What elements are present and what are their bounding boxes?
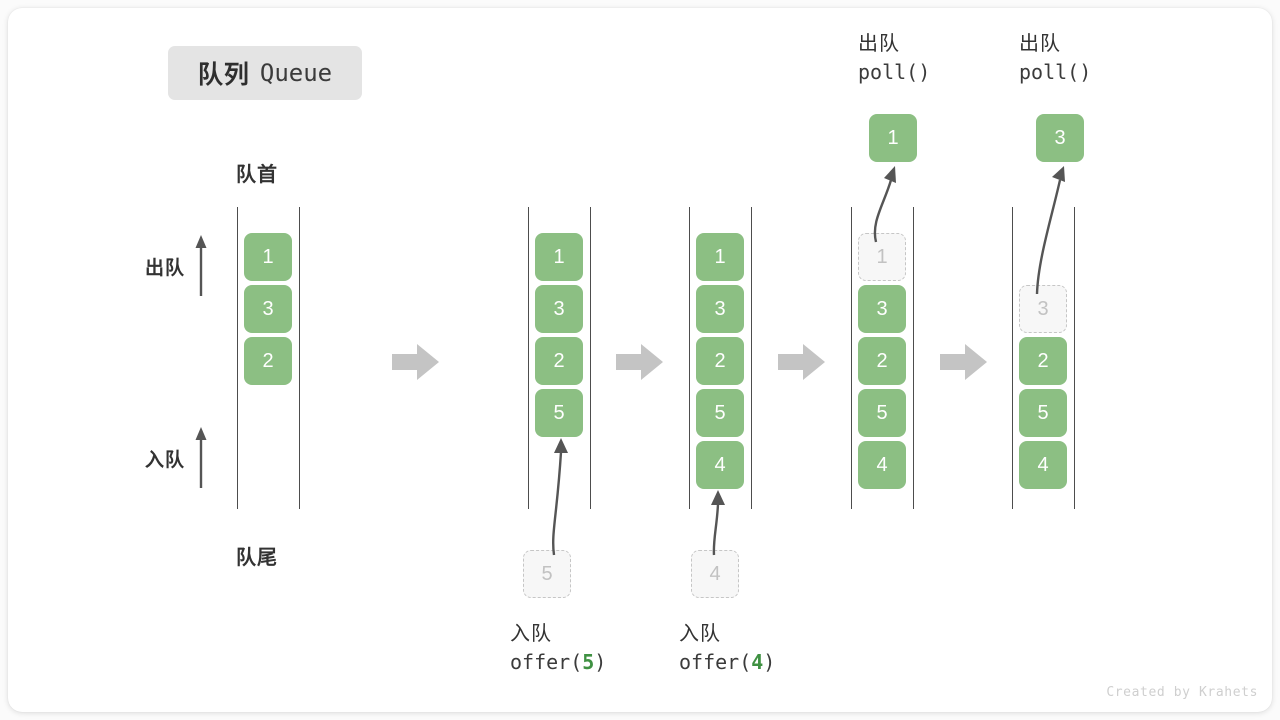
queue-cell: 4 xyxy=(696,441,744,489)
caption-offer-4-cn: 入队 xyxy=(679,623,721,645)
enqueue-up-arrow-icon xyxy=(195,427,207,488)
incoming-ghost-5: 5 xyxy=(523,550,571,598)
caption-offer-5: 入队 offer(5) xyxy=(510,620,606,677)
rail-left xyxy=(528,207,529,509)
caption-offer-5-code: offer(5) xyxy=(510,650,607,675)
caption-poll-3-cn: 出队 xyxy=(1019,33,1061,55)
queue-cell: 1 xyxy=(244,233,292,281)
step-arrow-icon xyxy=(940,344,987,380)
step-arrow-icon xyxy=(392,344,439,380)
queue-cell: 4 xyxy=(858,441,906,489)
queue-cell: 2 xyxy=(1019,337,1067,385)
incoming-ghost-4: 4 xyxy=(691,550,739,598)
rail-left xyxy=(1012,207,1013,509)
enqueue-direction-group: 入队 xyxy=(145,427,208,489)
queue-cell: 3 xyxy=(858,285,906,333)
diagram-title-badge: 队列 Queue xyxy=(168,46,362,100)
caption-offer-4: 入队 offer(4) xyxy=(679,620,775,677)
rail-right xyxy=(1074,207,1075,509)
caption-offer-5-cn: 入队 xyxy=(510,623,552,645)
queue-cell: 3 xyxy=(535,285,583,333)
rail-right xyxy=(751,207,752,509)
queue-cell: 1 xyxy=(696,233,744,281)
dequeue-direction-group: 出队 xyxy=(145,235,208,297)
queue-cell: 5 xyxy=(1019,389,1067,437)
caption-poll-1: 出队 poll() xyxy=(858,30,930,87)
dequeue-label: 出队 xyxy=(145,257,186,279)
queue-rear-label: 队尾 xyxy=(236,547,278,569)
queue-cell: 3 xyxy=(244,285,292,333)
queue-cell: 5 xyxy=(696,389,744,437)
rail-right xyxy=(590,207,591,509)
queue-front-label: 队首 xyxy=(236,164,278,186)
rail-left xyxy=(851,207,852,509)
queue-cell: 5 xyxy=(858,389,906,437)
queue-cell: 2 xyxy=(535,337,583,385)
queue-cell-ghost: 1 xyxy=(858,233,906,281)
poll-1-arrow-icon xyxy=(873,166,896,243)
popped-element-3: 3 xyxy=(1036,114,1084,162)
caption-offer-4-code: offer(4) xyxy=(679,650,776,675)
queue-cell-ghost: 3 xyxy=(1019,285,1067,333)
queue-cell: 2 xyxy=(696,337,744,385)
rail-left xyxy=(237,207,238,509)
caption-poll-1-code: poll() xyxy=(858,60,931,85)
queue-cell: 4 xyxy=(1019,441,1067,489)
caption-poll-3-code: poll() xyxy=(1019,60,1092,85)
dequeue-up-arrow-icon xyxy=(195,235,207,296)
enqueue-4-arrow-icon xyxy=(711,490,725,556)
queue-cell: 1 xyxy=(535,233,583,281)
watermark-credit: Created by Krahets xyxy=(1106,685,1258,700)
step-arrow-icon xyxy=(778,344,825,380)
title-chinese: 队列 xyxy=(197,61,250,89)
rail-right xyxy=(913,207,914,509)
poll-3-arrow-icon xyxy=(1035,166,1065,295)
queue-cell: 2 xyxy=(858,337,906,385)
queue-cell: 3 xyxy=(696,285,744,333)
enqueue-label: 入队 xyxy=(145,449,186,471)
rail-left xyxy=(689,207,690,509)
queue-cell: 5 xyxy=(535,389,583,437)
rail-right xyxy=(299,207,300,509)
enqueue-5-arrow-icon xyxy=(551,438,568,556)
caption-poll-1-cn: 出队 xyxy=(858,33,900,55)
caption-poll-3: 出队 poll() xyxy=(1019,30,1091,87)
title-english: Queue xyxy=(259,59,333,87)
step-arrow-icon xyxy=(616,344,663,380)
popped-element-1: 1 xyxy=(869,114,917,162)
queue-cell: 2 xyxy=(244,337,292,385)
